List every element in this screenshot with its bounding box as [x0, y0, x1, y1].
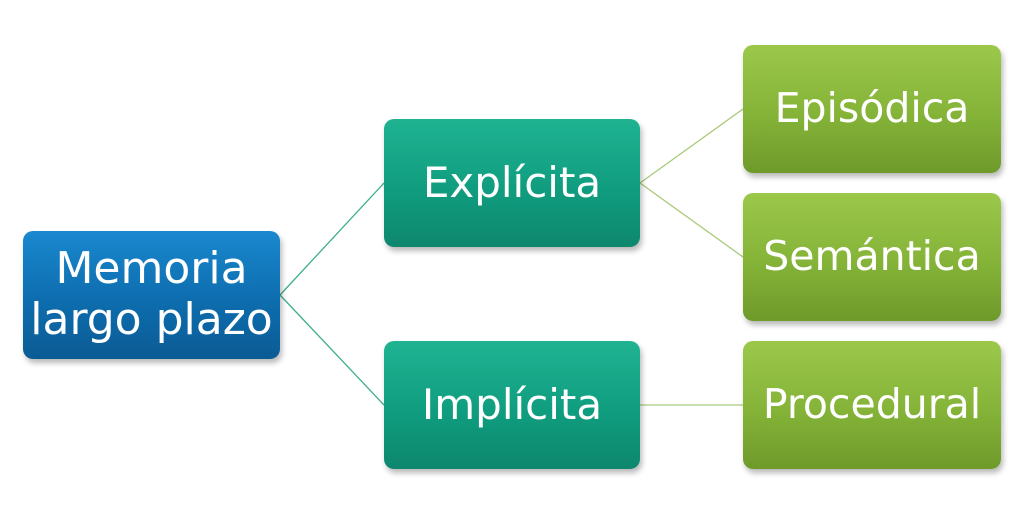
node-explicita: Explícita [384, 119, 640, 247]
node-explicita-label: Explícita [422, 157, 602, 207]
node-procedural: Procedural [743, 341, 1001, 469]
node-semantica-label: Semántica [763, 232, 981, 281]
node-procedural-label: Procedural [762, 380, 982, 429]
node-implicita: Implícita [384, 341, 640, 469]
connector-explicita-semantica [639, 182, 744, 258]
node-root-label: Memoria largo plazo [30, 244, 272, 345]
connector-root-implicita [279, 294, 385, 406]
connector-root-explicita [279, 182, 385, 296]
connector-explicita-episodica [639, 108, 744, 184]
node-episodica-label: Episódica [774, 84, 970, 133]
node-implicita-label: Implícita [421, 379, 603, 429]
node-root-label-line1: Memoria [55, 243, 248, 295]
node-episodica: Episódica [743, 45, 1001, 173]
node-memoria-largo-plazo: Memoria largo plazo [23, 231, 280, 359]
node-root-label-line2: largo plazo [30, 294, 273, 345]
node-semantica: Semántica [743, 193, 1001, 321]
